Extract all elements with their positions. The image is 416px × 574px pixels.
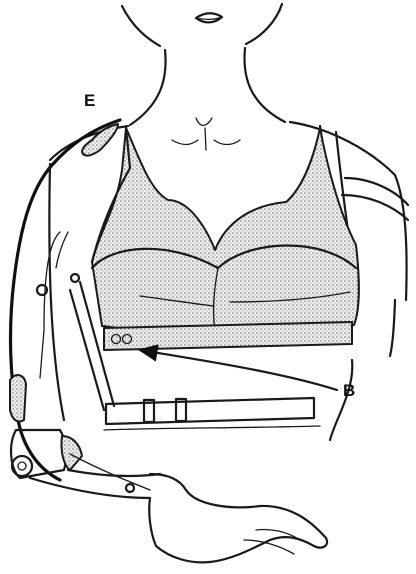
- label-b-arrow: [140, 350, 337, 390]
- label-b: B: [343, 382, 355, 399]
- face: [122, 4, 282, 46]
- bra: [92, 128, 359, 332]
- neck: [130, 48, 285, 150]
- chest-strap: [104, 322, 352, 350]
- label-e: E: [84, 92, 95, 109]
- elbow-pad: [10, 375, 26, 421]
- waist-belt: [104, 398, 320, 430]
- forearm: [30, 454, 327, 562]
